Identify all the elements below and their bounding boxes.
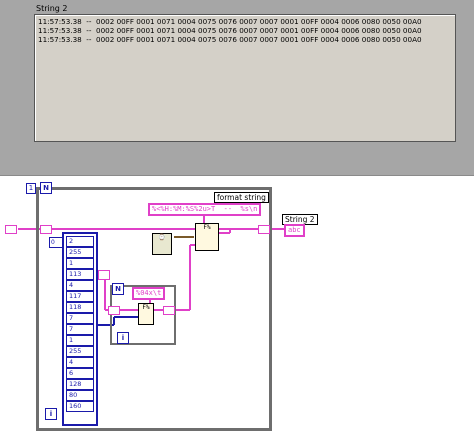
array-element[interactable]: 6 <box>66 368 94 379</box>
block-diagram: N 1 i 0 2 255 1 113 4 117 118 7 7 1 255 … <box>0 175 474 431</box>
array-element[interactable]: 4 <box>66 357 94 368</box>
inner-for-loop[interactable] <box>110 285 176 345</box>
string2-indicator-terminal[interactable]: abc <box>284 224 305 237</box>
get-date-time-node[interactable]: ⌚ <box>152 233 172 255</box>
format-string-constant[interactable]: %<%H:%M:%S%2u>T -- %s\n <box>148 203 262 216</box>
format-into-string-node-outer[interactable]: F% <box>195 223 219 251</box>
array-element[interactable]: 1 <box>66 335 94 346</box>
array-element[interactable]: 113 <box>66 269 94 280</box>
string-indicator[interactable]: 11:57:53.38 -- 0002 00FF 0001 0071 0004 … <box>34 14 456 142</box>
array-element[interactable]: 80 <box>66 390 94 401</box>
inner-left-tunnel <box>108 306 120 315</box>
front-panel: String 2 11:57:53.38 -- 0002 00FF 0001 0… <box>0 0 474 176</box>
outer-loop-index-terminal: i <box>45 408 57 420</box>
indicator-label: String 2 <box>36 4 68 13</box>
format-into-string-node-inner[interactable]: F% <box>138 303 154 325</box>
hex-format-constant[interactable]: %04x\t <box>132 287 166 300</box>
array-element[interactable]: 117 <box>66 291 94 302</box>
right-tunnel <box>258 225 270 234</box>
array-element[interactable]: 255 <box>66 346 94 357</box>
indicator-line: 11:57:53.38 -- 0002 00FF 0001 0071 0004 … <box>38 17 422 26</box>
inner-right-tunnel <box>163 306 175 315</box>
inner-loop-index-terminal: i <box>117 332 129 344</box>
array-element[interactable]: 2 <box>66 236 94 247</box>
format-string-label: format string <box>214 192 269 203</box>
array-element[interactable]: 255 <box>66 247 94 258</box>
outer-loop-count-terminal[interactable]: N <box>40 182 52 194</box>
indicator-line: 11:57:53.38 -- 0002 00FF 0001 0071 0004 … <box>38 35 422 44</box>
empty-string-constant[interactable] <box>98 270 110 280</box>
outer-loop-count-constant[interactable]: 1 <box>26 183 36 194</box>
array-element[interactable]: 1 <box>66 258 94 269</box>
array-element[interactable]: 4 <box>66 280 94 291</box>
array-constant[interactable]: 2 255 1 113 4 117 118 7 7 1 255 4 6 128 … <box>62 232 98 426</box>
wires <box>18 212 284 326</box>
array-element[interactable]: 118 <box>66 302 94 313</box>
indicator-line: 11:57:53.38 -- 0002 00FF 0001 0071 0004 … <box>38 26 422 35</box>
array-element[interactable]: 7 <box>66 313 94 324</box>
array-element[interactable]: 7 <box>66 324 94 335</box>
left-tunnel <box>40 225 52 234</box>
inner-loop-count-terminal[interactable]: N <box>112 283 124 295</box>
left-string-terminal[interactable] <box>5 225 17 234</box>
array-element[interactable]: 128 <box>66 379 94 390</box>
array-element[interactable]: 160 <box>66 401 94 412</box>
